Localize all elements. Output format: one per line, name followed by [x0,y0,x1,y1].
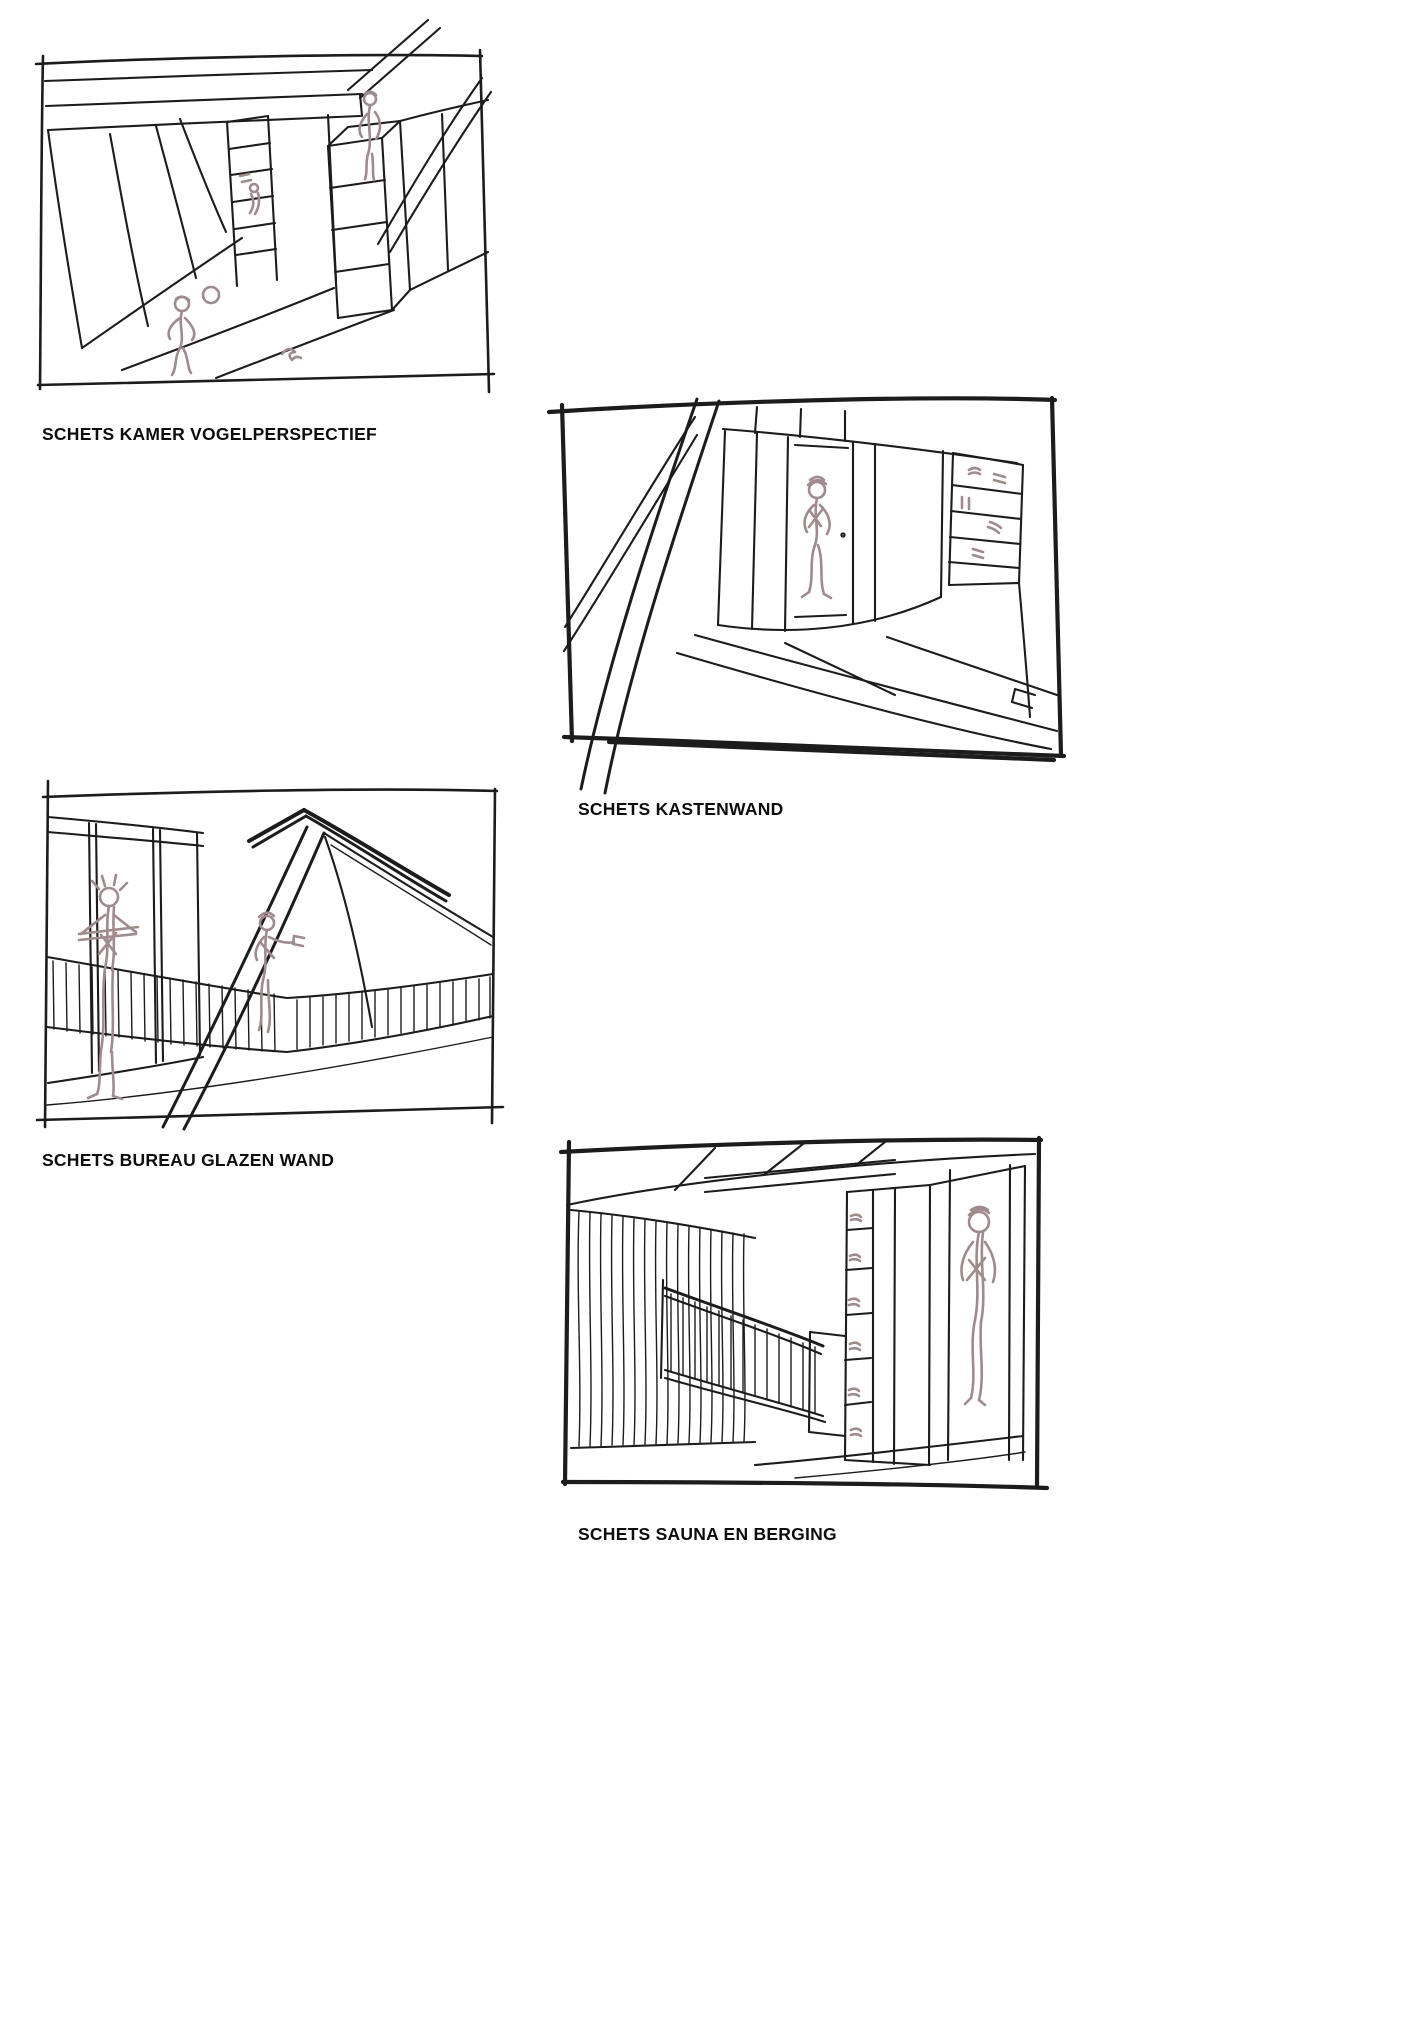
sketch-bureau-glazen-wand-image [35,779,505,1131]
roof-edge-lines [247,808,451,903]
sketch-border [35,779,505,1129]
sketch-sauna-en-berging-image [558,1135,1050,1491]
panel-kastenwand: SCHETS KASTENWAND [545,385,1070,819]
caption-bureau-glazen-wand: SCHETS BUREAU GLAZEN WAND [42,1150,335,1170]
architecture-lines [43,18,493,380]
sketch-border [34,48,496,394]
sketch-kamer-vogelperspectief-image [34,18,496,394]
figure-sketches [77,873,306,1101]
architecture-lines [562,397,1059,795]
panel-kamer-vogelperspectief: SCHETS KAMER VOGELPERSPECTIEF [30,18,500,444]
figure-sketches [167,90,382,377]
sketch-border [546,395,1067,763]
caption-kamer-vogelperspectief: SCHETS KAMER VOGELPERSPECTIEF [42,424,377,444]
architecture-lines [45,815,495,1131]
sketch-kastenwand-image [546,395,1067,795]
panel-bureau-glazen-wand: SCHETS BUREAU GLAZEN WAND [35,775,515,1170]
sketch-border [558,1135,1050,1491]
architecture-lines [565,1140,1037,1479]
caption-sauna-en-berging: SCHETS SAUNA EN BERGING [578,1524,837,1544]
caption-kastenwand: SCHETS KASTENWAND [578,799,784,819]
figure-sketches [847,1205,997,1438]
figure-sketches [800,466,1007,600]
panel-sauna-en-berging: SCHETS SAUNA EN BERGING [555,1130,1055,1544]
